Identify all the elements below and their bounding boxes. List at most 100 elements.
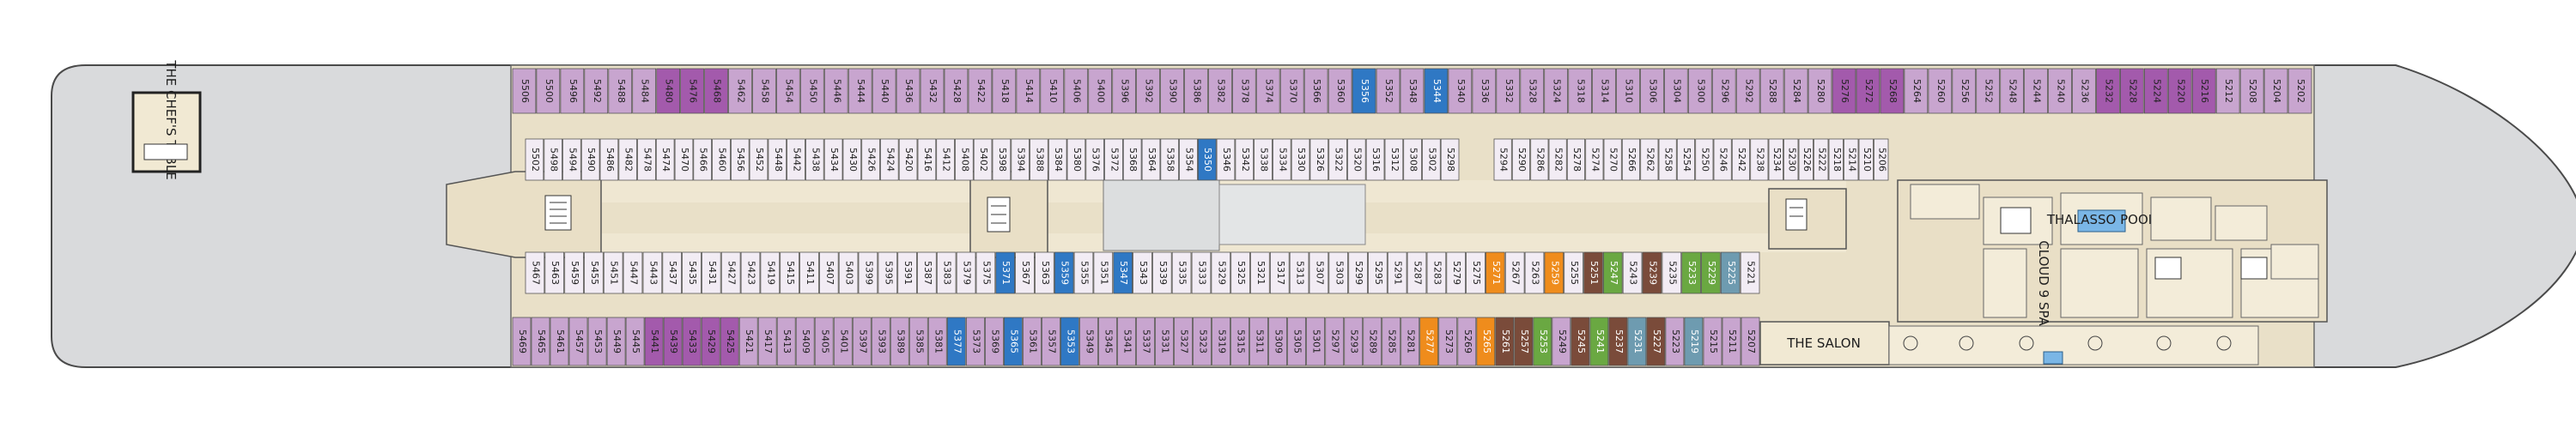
cabin-5500[interactable]: 5500 — [536, 68, 561, 114]
cabin-5334[interactable]: 5334 — [1273, 138, 1291, 181]
cabin-5400[interactable]: 5400 — [1088, 68, 1112, 114]
cabin-5388[interactable]: 5388 — [1030, 138, 1048, 181]
cabin-5410[interactable]: 5410 — [1040, 68, 1065, 114]
cabin-5348[interactable]: 5348 — [1400, 68, 1425, 114]
cabin-5365[interactable]: 5365 — [1004, 317, 1023, 366]
cabin-5446[interactable]: 5446 — [823, 68, 848, 114]
cabin-5415[interactable]: 5415 — [780, 251, 799, 294]
cabin-5336[interactable]: 5336 — [1472, 68, 1497, 114]
cabin-5332[interactable]: 5332 — [1496, 68, 1521, 114]
cabin-5262[interactable]: 5262 — [1640, 138, 1659, 181]
cabin-5437[interactable]: 5437 — [662, 251, 682, 294]
cabin-5441[interactable]: 5441 — [644, 317, 664, 366]
cabin-5498[interactable]: 5498 — [544, 138, 562, 181]
cabin-5236[interactable]: 5236 — [2072, 68, 2096, 114]
cabin-5484[interactable]: 5484 — [632, 68, 657, 114]
cabin-5494[interactable]: 5494 — [562, 138, 581, 181]
cabin-5417[interactable]: 5417 — [757, 317, 777, 366]
cabin-5238[interactable]: 5238 — [1750, 138, 1769, 181]
cabin-5298[interactable]: 5298 — [1440, 138, 1460, 181]
cabin-5333[interactable]: 5333 — [1191, 251, 1212, 294]
cabin-5436[interactable]: 5436 — [896, 68, 920, 114]
cabin-5386[interactable]: 5386 — [1184, 68, 1208, 114]
cabin-5363[interactable]: 5363 — [1035, 251, 1054, 294]
cabin-5269[interactable]: 5269 — [1457, 317, 1477, 366]
cabin-5279[interactable]: 5279 — [1446, 251, 1467, 294]
cabin-5335[interactable]: 5335 — [1171, 251, 1192, 294]
cabin-5411[interactable]: 5411 — [799, 251, 819, 294]
cabin-5243[interactable]: 5243 — [1622, 251, 1643, 294]
cabin-5480[interactable]: 5480 — [656, 68, 681, 114]
cabin-5286[interactable]: 5286 — [1530, 138, 1549, 181]
cabin-5237[interactable]: 5237 — [1608, 317, 1628, 366]
cabin-5319[interactable]: 5319 — [1212, 317, 1230, 366]
cabin-5468[interactable]: 5468 — [704, 68, 728, 114]
cabin-5403[interactable]: 5403 — [838, 251, 859, 294]
cabin-5389[interactable]: 5389 — [890, 317, 909, 366]
chefs-table[interactable]: THE CHEF'S TABLE — [131, 59, 202, 180]
cabin-5232[interactable]: 5232 — [2096, 68, 2120, 114]
cabin-5357[interactable]: 5357 — [1042, 317, 1060, 366]
cabin-5431[interactable]: 5431 — [702, 251, 721, 294]
cabin-5247[interactable]: 5247 — [1603, 251, 1623, 294]
cabin-5366[interactable]: 5366 — [1303, 68, 1328, 114]
cabin-5412[interactable]: 5412 — [936, 138, 955, 181]
cabin-5358[interactable]: 5358 — [1160, 138, 1180, 181]
cabin-5383[interactable]: 5383 — [936, 251, 957, 294]
cabin-5435[interactable]: 5435 — [682, 251, 702, 294]
cabin-5385[interactable]: 5385 — [908, 317, 928, 366]
cabin-5396[interactable]: 5396 — [1112, 68, 1136, 114]
cabin-5225[interactable]: 5225 — [1720, 251, 1741, 294]
cabin-5405[interactable]: 5405 — [814, 317, 834, 366]
cabin-5307[interactable]: 5307 — [1309, 251, 1329, 294]
cabin-5374[interactable]: 5374 — [1255, 68, 1280, 114]
cabin-5406[interactable]: 5406 — [1064, 68, 1089, 114]
cabin-5399[interactable]: 5399 — [858, 251, 878, 294]
cabin-5463[interactable]: 5463 — [544, 251, 564, 294]
cabin-5231[interactable]: 5231 — [1627, 317, 1647, 366]
cabin-5478[interactable]: 5478 — [637, 138, 656, 181]
cabin-5467[interactable]: 5467 — [525, 251, 545, 294]
cabin-5346[interactable]: 5346 — [1216, 138, 1236, 181]
cabin-5256[interactable]: 5256 — [1952, 68, 1977, 114]
cabin-5353[interactable]: 5353 — [1060, 317, 1079, 366]
cabin-5378[interactable]: 5378 — [1232, 68, 1256, 114]
cabin-5434[interactable]: 5434 — [823, 138, 843, 181]
cabin-5302[interactable]: 5302 — [1422, 138, 1441, 181]
cabin-5245[interactable]: 5245 — [1571, 317, 1590, 366]
cabin-5349[interactable]: 5349 — [1079, 317, 1098, 366]
cabin-5445[interactable]: 5445 — [625, 317, 645, 366]
cabin-5368[interactable]: 5368 — [1122, 138, 1142, 181]
cabin-5454[interactable]: 5454 — [776, 68, 800, 114]
cabin-5265[interactable]: 5265 — [1476, 317, 1496, 366]
cabin-5281[interactable]: 5281 — [1400, 317, 1420, 366]
cabin-5223[interactable]: 5223 — [1665, 317, 1685, 366]
cabin-5424[interactable]: 5424 — [880, 138, 899, 181]
cabin-5343[interactable]: 5343 — [1133, 251, 1152, 294]
cabin-5219[interactable]: 5219 — [1684, 317, 1704, 366]
cabin-5317[interactable]: 5317 — [1270, 251, 1290, 294]
cabin-5340[interactable]: 5340 — [1448, 68, 1473, 114]
cabin-5222[interactable]: 5222 — [1814, 138, 1829, 181]
cabin-5502[interactable]: 5502 — [525, 138, 544, 181]
cabin-5395[interactable]: 5395 — [878, 251, 898, 294]
cabin-5450[interactable]: 5450 — [800, 68, 824, 114]
cabin-5397[interactable]: 5397 — [852, 317, 872, 366]
cabin-5428[interactable]: 5428 — [944, 68, 969, 114]
cabin-5355[interactable]: 5355 — [1073, 251, 1094, 294]
cabin-5266[interactable]: 5266 — [1621, 138, 1641, 181]
cabin-5466[interactable]: 5466 — [693, 138, 712, 181]
cabin-5293[interactable]: 5293 — [1344, 317, 1364, 366]
cabin-5267[interactable]: 5267 — [1504, 251, 1525, 294]
cabin-5297[interactable]: 5297 — [1325, 317, 1345, 366]
cabin-5427[interactable]: 5427 — [720, 251, 741, 294]
cabin-5292[interactable]: 5292 — [1735, 68, 1760, 114]
cabin-5344[interactable]: 5344 — [1424, 68, 1449, 114]
cabin-5311[interactable]: 5311 — [1249, 317, 1268, 366]
cabin-5338[interactable]: 5338 — [1254, 138, 1273, 181]
cabin-5470[interactable]: 5470 — [674, 138, 694, 181]
cabin-5449[interactable]: 5449 — [606, 317, 626, 366]
cabin-5352[interactable]: 5352 — [1376, 68, 1400, 114]
cabin-5369[interactable]: 5369 — [985, 317, 1004, 366]
cabin-5380[interactable]: 5380 — [1066, 138, 1086, 181]
